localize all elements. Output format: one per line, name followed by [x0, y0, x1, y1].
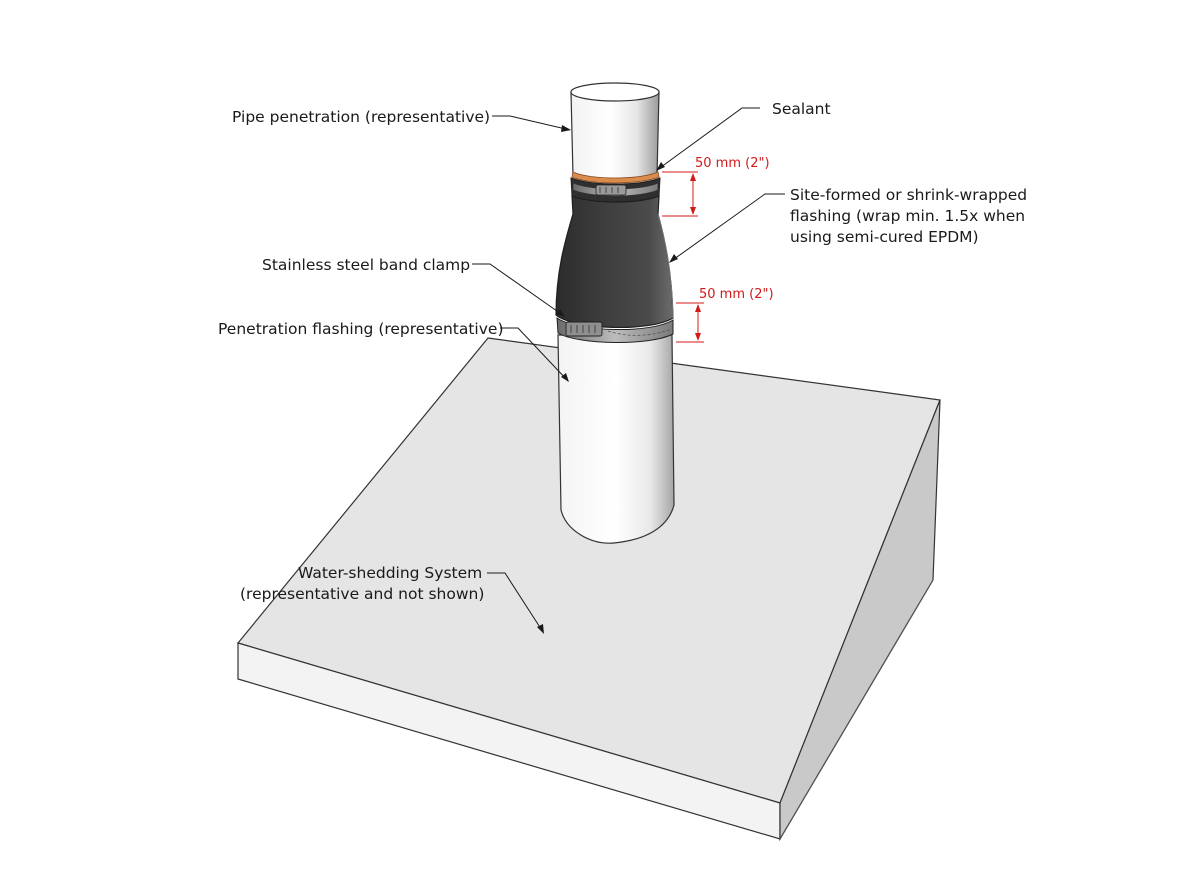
pipe-penetration-label: Pipe penetration (representative) — [232, 108, 490, 126]
lower-dimension-label: 50 mm (2") — [699, 287, 774, 302]
upper-dimension-label: 50 mm (2") — [695, 156, 770, 171]
lower-band-clamp — [556, 317, 674, 343]
penetration-flashing-pipe — [557, 334, 675, 544]
sealant-label: Sealant — [772, 100, 831, 118]
flashing-label-line-1: Site-formed or shrink-wrapped — [790, 186, 1027, 204]
flashing-label-line-3: using semi-cured EPDM) — [790, 228, 979, 246]
site-formed-flashing — [555, 195, 674, 328]
lower-dimension — [676, 302, 704, 343]
water-shedding-label-line-1: Water-shedding System — [298, 564, 482, 582]
sealant-bead — [571, 171, 660, 184]
penetration-flashing-label: Penetration flashing (representative) — [218, 320, 504, 338]
pipe-top-opening — [570, 82, 660, 102]
water-shedding-label-line-2: (representative and not shown) — [240, 585, 484, 603]
flashing-label-line-2: flashing (wrap min. 1.5x when — [790, 207, 1025, 225]
pipe-penetration — [570, 82, 660, 183]
band-clamp-label: Stainless steel band clamp — [262, 256, 470, 274]
upper-dimension — [662, 171, 698, 217]
leader-lines — [472, 107, 785, 634]
deck-slope-edge — [779, 579, 934, 840]
water-shedding-deck — [236, 337, 941, 842]
